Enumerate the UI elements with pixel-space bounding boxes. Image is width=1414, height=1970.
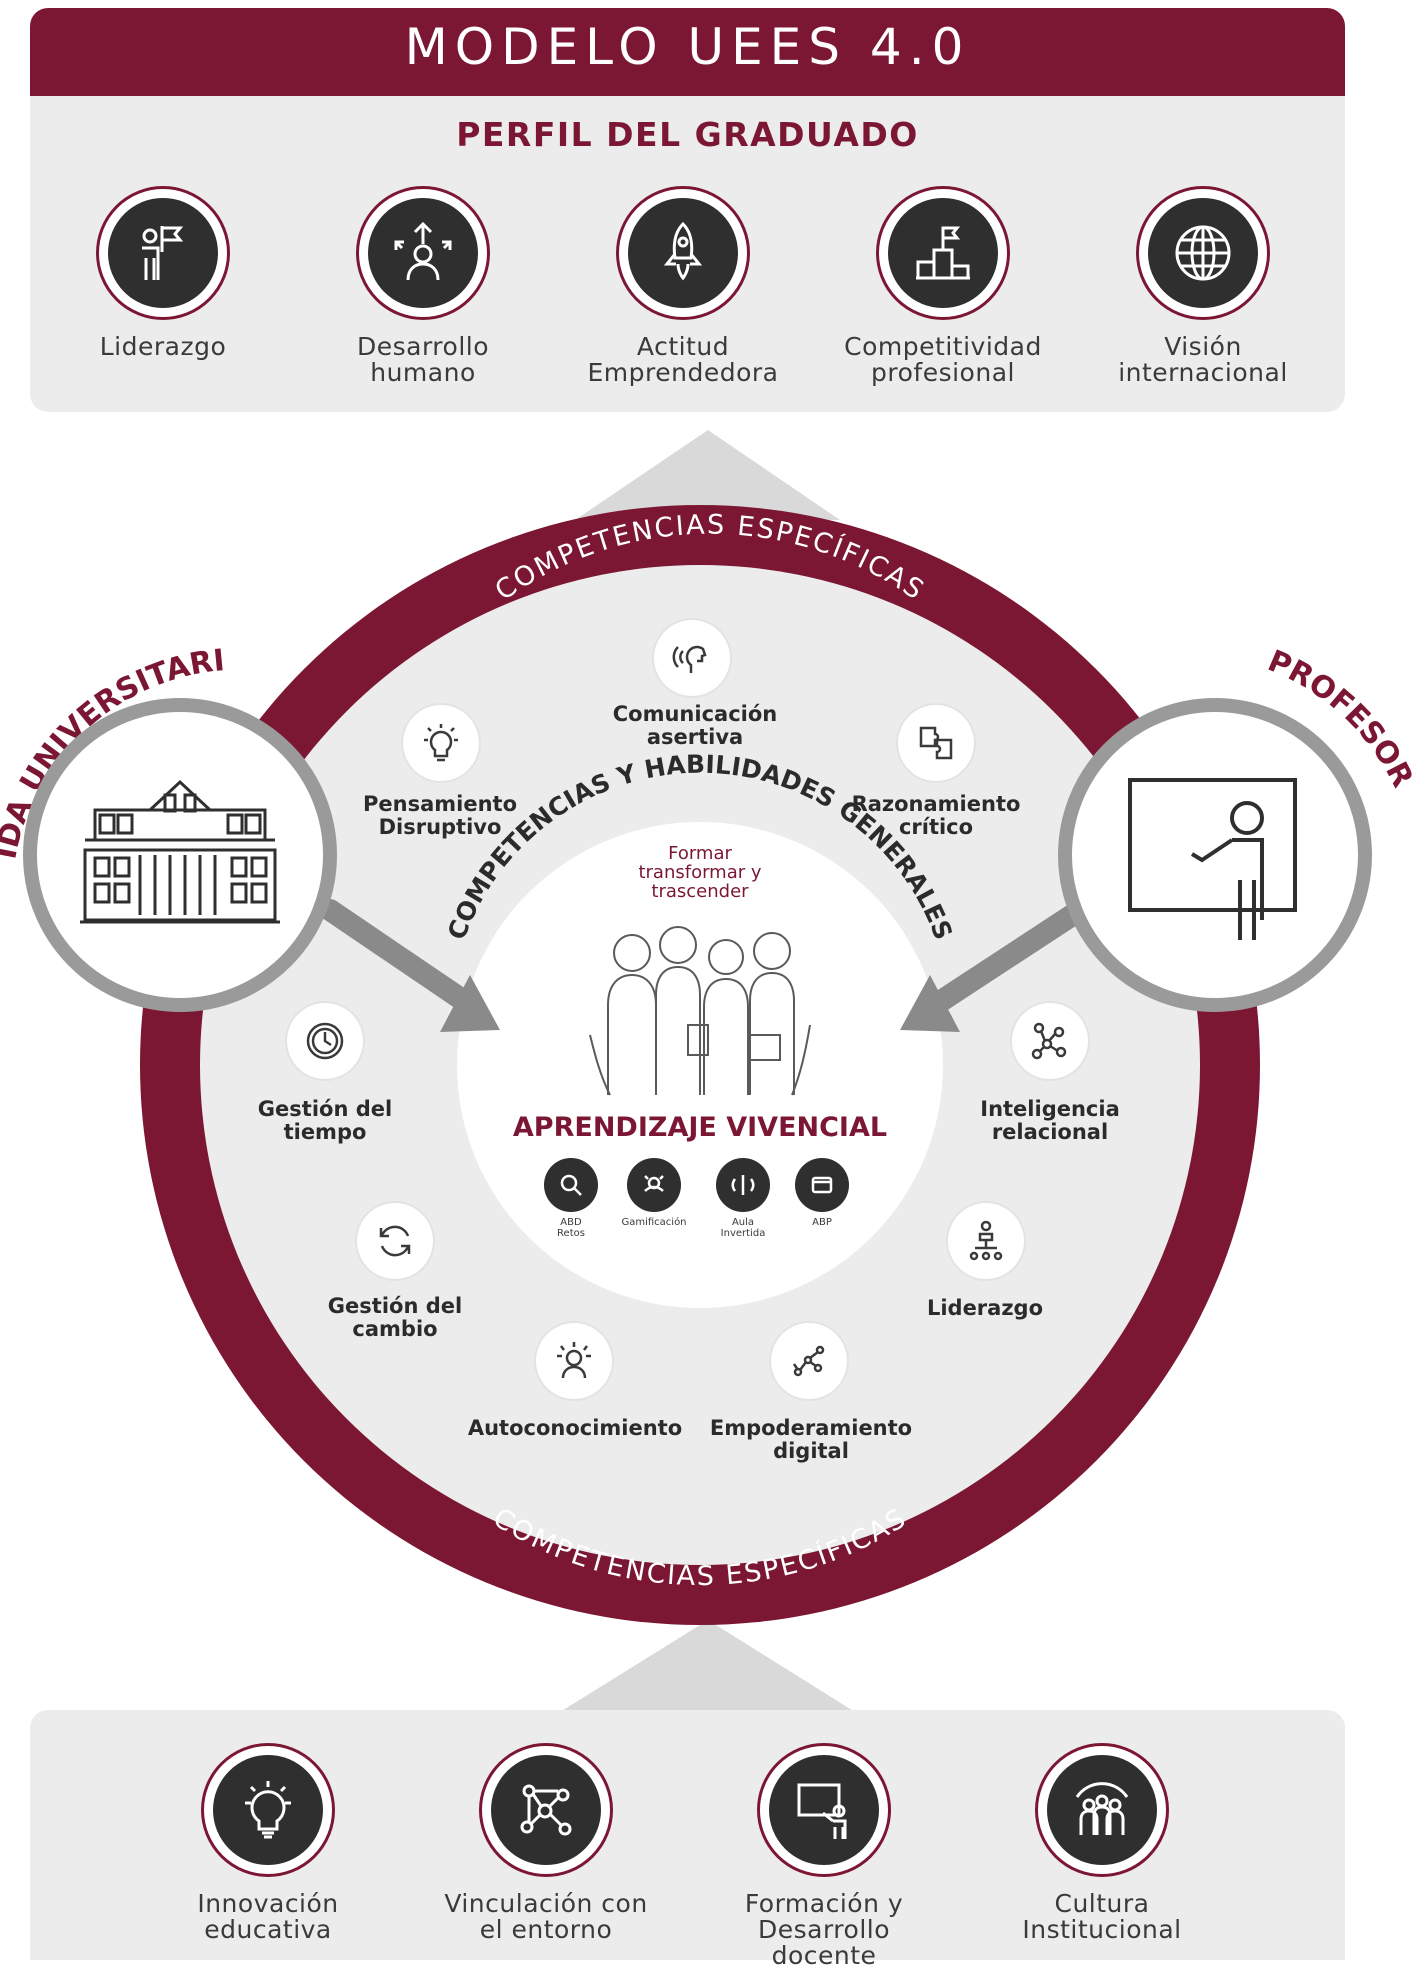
competency-inteligencia: Inteligencia relacional xyxy=(980,1097,1120,1144)
teacher-icon xyxy=(1128,778,1297,940)
perfil-label: Liderazgo xyxy=(99,332,227,361)
competency-empoderamiento: Empoderamiento digital xyxy=(709,1416,913,1463)
center-motto: Formar transformar y trascender xyxy=(638,843,762,902)
speaking-head-icon xyxy=(654,620,730,696)
competency-gestion-cambio: Gestión del cambio xyxy=(327,1294,463,1341)
competency-liderazgo: Liderazgo xyxy=(926,1296,1044,1320)
method-label: Aula Invertida xyxy=(720,1217,766,1239)
pilar-innovacion: Innovación educativa xyxy=(153,1743,383,1943)
university-building-icon xyxy=(80,779,280,924)
clock-icon xyxy=(287,1003,363,1079)
perfil-item-liderazgo: Liderazgo xyxy=(48,186,278,360)
pilar-label: Vinculación con el entorno xyxy=(444,1889,648,1944)
arrow-left-in xyxy=(319,899,481,1016)
network-nodes-icon xyxy=(491,1755,601,1865)
human-growth-icon xyxy=(368,198,478,308)
pilar-label: Innovación educativa xyxy=(197,1889,339,1944)
leadership-icon xyxy=(948,1203,1024,1279)
competency-gestion-tiempo: Gestión del tiempo xyxy=(257,1097,393,1144)
arrow-right-in-head xyxy=(900,975,960,1032)
pilar-formacion: Formación y Desarrollo docente xyxy=(709,1743,939,1969)
perfil-label: Competitividad profesional xyxy=(844,332,1042,387)
center-title: APRENDIZAJE VIVENCIAL xyxy=(512,1112,888,1143)
arrow-up-bottom xyxy=(560,1620,855,1712)
pilar-vinculacion: Vinculación con el entorno xyxy=(431,1743,661,1943)
method-label: Gamificación xyxy=(621,1217,687,1228)
gamepad-icon xyxy=(627,1158,681,1212)
arrow-up-top-head xyxy=(575,430,840,520)
page-title: MODELO UEES 4.0 xyxy=(404,18,971,76)
pilar-cultura: Cultura Institucional xyxy=(987,1743,1217,1943)
refresh-icon xyxy=(357,1203,433,1279)
network-icon xyxy=(1012,1003,1088,1079)
arrow-right-in xyxy=(924,899,1091,1016)
lightbulb-icon xyxy=(403,705,479,781)
project-icon xyxy=(795,1158,849,1212)
vida-universitaria-node xyxy=(23,698,337,1012)
flip-icon xyxy=(716,1158,770,1212)
rocket-icon xyxy=(628,198,738,308)
self-knowledge-icon xyxy=(536,1323,612,1399)
magnifier-icon xyxy=(544,1158,598,1212)
digital-circuit-icon xyxy=(771,1323,847,1399)
globe-icon xyxy=(1148,198,1258,308)
method-label: ABD Retos xyxy=(557,1217,585,1239)
competency-comunicacion: Comunicación asertiva xyxy=(612,702,778,749)
profesor-node xyxy=(1058,698,1372,1012)
perfil-label: Visión internacional xyxy=(1118,332,1288,387)
leader-flag-icon xyxy=(108,198,218,308)
perfil-item-competitividad: Competitividad profesional xyxy=(828,186,1058,386)
podium-icon xyxy=(888,198,998,308)
perfil-heading: PERFIL DEL GRADUADO xyxy=(456,115,919,154)
perfil-label: Actitud Emprendedora xyxy=(587,332,779,387)
teacher-board-icon xyxy=(769,1755,879,1865)
header-bar xyxy=(30,8,1345,98)
perfil-item-desarrollo: Desarrollo humano xyxy=(308,186,538,386)
perfil-item-vision: Visión internacional xyxy=(1088,186,1318,386)
pilar-label: Cultura Institucional xyxy=(1022,1889,1182,1944)
arrow-left-in-head xyxy=(440,975,500,1032)
competency-razonamiento: Razonamiento crítico xyxy=(851,792,1021,839)
pilar-label: Formación y Desarrollo docente xyxy=(744,1889,904,1970)
group-icon xyxy=(1047,1755,1157,1865)
competency-pensamiento: Pensamiento Disruptivo xyxy=(363,792,517,839)
bulb-icon xyxy=(213,1755,323,1865)
method-label: ABP xyxy=(812,1217,832,1228)
competency-autoconocimiento: Autoconocimiento xyxy=(467,1416,683,1440)
students-illustration xyxy=(570,915,830,1100)
puzzle-icon xyxy=(898,705,974,781)
perfil-item-actitud: Actitud Emprendedora xyxy=(568,186,798,386)
perfil-label: Desarrollo humano xyxy=(356,332,490,387)
